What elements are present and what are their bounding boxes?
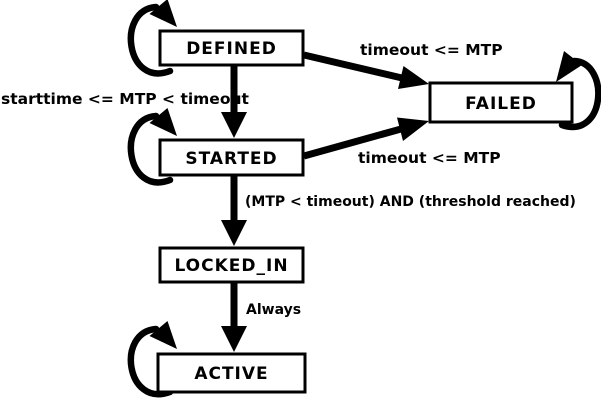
edge-label-started-failed: timeout <= MTP bbox=[358, 149, 501, 167]
edge-label-defined-failed: timeout <= MTP bbox=[360, 41, 503, 59]
edge-label-defined-started: starttime <= MTP < timeout bbox=[1, 90, 250, 108]
edge-defined-started bbox=[221, 65, 247, 138]
edge-label-started-locked-in: (MTP < timeout) AND (threshold reached) bbox=[245, 194, 576, 210]
edge-started-locked-in bbox=[221, 175, 247, 246]
state-active-label: ACTIVE bbox=[194, 364, 268, 384]
edge-started-failed bbox=[303, 117, 429, 160]
state-locked-in-label: LOCKED_IN bbox=[174, 256, 288, 276]
edge-label-locked-in-active: Always bbox=[246, 302, 301, 318]
state-failed-label: FAILED bbox=[465, 94, 537, 114]
self-loop-active-icon bbox=[127, 321, 177, 398]
state-defined-label: DEFINED bbox=[186, 39, 277, 59]
state-active: ACTIVE bbox=[156, 352, 307, 394]
state-started: STARTED bbox=[158, 138, 305, 177]
edge-locked-in-active bbox=[221, 282, 247, 352]
state-failed: FAILED bbox=[428, 81, 574, 124]
self-loop-failed-icon bbox=[556, 51, 601, 131]
state-started-label: STARTED bbox=[185, 149, 277, 169]
self-loop-defined-icon bbox=[127, 0, 177, 77]
self-loop-started-icon bbox=[127, 108, 177, 186]
edge-defined-failed bbox=[303, 51, 429, 89]
state-locked-in: LOCKED_IN bbox=[158, 246, 305, 284]
state-defined: DEFINED bbox=[158, 29, 305, 67]
